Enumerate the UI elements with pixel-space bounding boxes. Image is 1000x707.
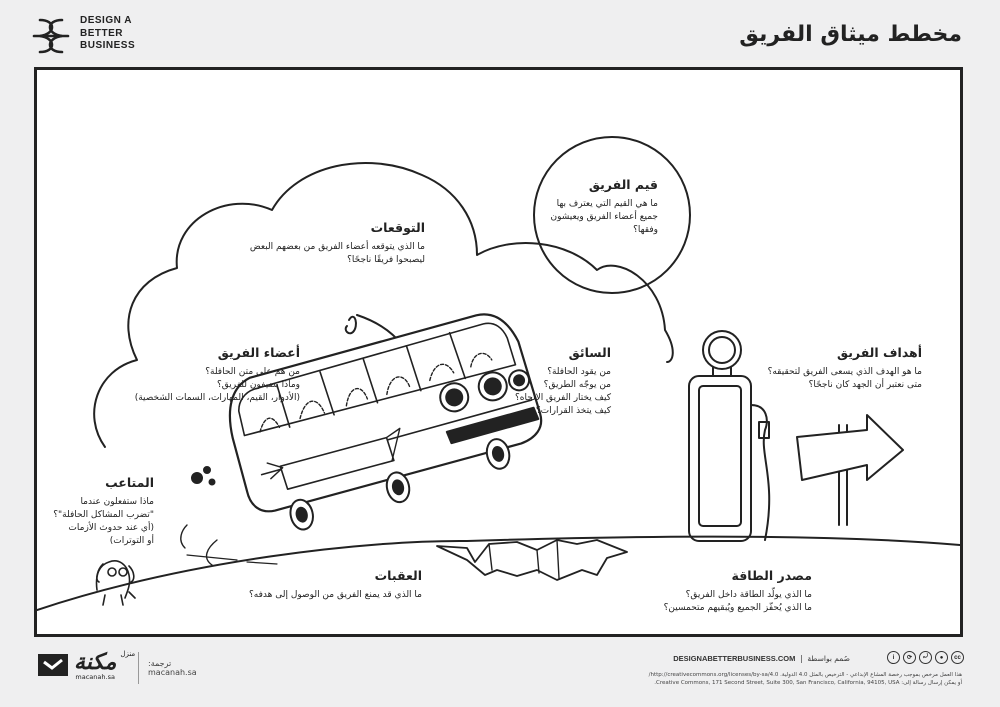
members-text: من هم على متن الحافلة؟ وماذا يضيفون للفر…: [134, 367, 300, 403]
values-text: ما هي القيم التي يعترف بها جميع أعضاء ال…: [550, 199, 658, 235]
goal-sign-arrow: [796, 414, 904, 526]
goals-heading: أهداف الفريق: [836, 345, 922, 360]
fuel-pump: [688, 330, 771, 542]
energy-block: مصدر الطاقة ما الذي يولّد الطاقة داخل ال…: [612, 568, 812, 615]
obstacles-text: ما الذي قد يمنع الفريق من الوصول إلى هدف…: [249, 590, 422, 600]
road-crack: [436, 539, 628, 581]
energy-heading: مصدر الطاقة: [731, 568, 812, 583]
page-title: مخطط ميثاق الفريق: [739, 22, 962, 47]
by-icon: ●: [935, 651, 948, 664]
cc-icon: cc: [951, 651, 964, 664]
expectations-text: ما الذي يتوقعه أعضاء الفريق من بعضهم الب…: [249, 242, 425, 265]
driver-block: السائق من يقود الحافلة؟ من يوجّه الطريق؟…: [481, 345, 611, 418]
macanah-wordmark: مكنة: [74, 649, 117, 675]
values-block: قيم الفريق ما هي القيم التي يعترف بها جم…: [508, 177, 658, 237]
troubles-text: ماذا ستفعلون عندما "تضرب المشاكل الحافلة…: [53, 497, 154, 546]
info-icon: i: [887, 651, 900, 664]
troubles-heading: المتاعب: [105, 475, 154, 490]
goals-text: ما هو الهدف الذي يسعى الفريق لتحقيقه؟ مت…: [767, 367, 922, 390]
bus: [228, 313, 543, 531]
license-line-1: هذا العمل مرخص بموجب رخصة المشاع الإبداع…: [648, 672, 962, 678]
driver-heading: السائق: [568, 345, 611, 360]
members-heading: أعضاء الفريق: [217, 345, 300, 360]
goals-block: أهداف الفريق ما هو الهدف الذي يسعى الفري…: [722, 345, 922, 392]
footer-divider: [138, 652, 139, 684]
translated-by: macanah.sa: [148, 668, 197, 677]
expectations-heading: التوقعات: [370, 220, 425, 235]
driver-text: من يقود الحافلة؟ من يوجّه الطريق؟ كيف يخ…: [515, 367, 611, 416]
designed-by-credit: DESIGNABETTERBUSINESS.COM | صُمم بواسطة: [673, 654, 850, 663]
troubles-block: المتاعب ماذا ستفعلون عندما "تضرب المشاكل…: [34, 475, 154, 548]
sa-icon: ⤾: [919, 651, 932, 664]
cc-license-icons: i ⟳ ⤾ ● cc: [887, 651, 964, 664]
values-heading: قيم الفريق: [588, 177, 658, 192]
dog: [95, 560, 136, 606]
members-block: أعضاء الفريق من هم على متن الحافلة؟ وماذ…: [85, 345, 300, 405]
energy-text: ما الذي يولّد الطاقة داخل الفريق؟ ما الذ…: [663, 590, 812, 613]
macanah-small: منزل: [120, 650, 136, 658]
license-line-2: أو يمكن إرسال رسالة إلى: Creative Common…: [654, 679, 962, 686]
translation-credit: ترجمة: macanah.sa: [148, 659, 197, 677]
hill-ground: [37, 535, 960, 611]
expectations-block: التوقعات ما الذي يتوقعه أعضاء الفريق من …: [185, 220, 425, 267]
macanah-url: macanah.sa: [75, 672, 115, 681]
thought-cloud: [93, 162, 674, 448]
license-text: هذا العمل مرخص بموجب رخصة المشاع الإبداع…: [402, 672, 962, 687]
macanah-mark-icon: [38, 654, 68, 676]
dabb-logo-icon: [32, 18, 70, 54]
translated-label: ترجمة:: [148, 659, 172, 668]
obstacles-heading: العقبات: [374, 568, 422, 583]
site-link[interactable]: DESIGNABETTERBUSINESS.COM: [673, 654, 796, 663]
bus-illustration: [37, 136, 960, 611]
macanah-logo: مكنة macanah.sa منزل: [36, 650, 135, 680]
obstacles-block: العقبات ما الذي قد يمنع الفريق من الوصول…: [212, 568, 422, 602]
charter-canvas: التوقعات ما الذي يتوقعه أعضاء الفريق من …: [34, 67, 963, 637]
brand-wordmark: DESIGN A BETTER BUSINESS: [80, 15, 136, 51]
values-bubble: [533, 136, 691, 294]
share-icon: ⟳: [903, 651, 916, 664]
designed-by-label: صُمم بواسطة: [807, 654, 850, 663]
